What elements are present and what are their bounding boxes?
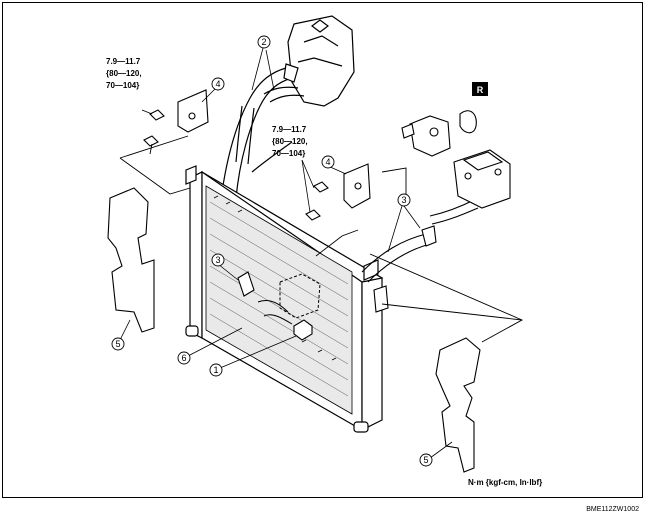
replace-badge: R (477, 85, 484, 95)
water-outlet (401, 115, 451, 157)
lower-hose-left (237, 271, 255, 297)
callout-4-left: 4 (215, 79, 220, 89)
torque-spec-mid-line-3: 70—104} (272, 149, 305, 158)
radiator-cap (293, 319, 313, 341)
radiator (185, 165, 384, 433)
bracket-left (177, 89, 209, 133)
callout-3-left: 3 (215, 255, 220, 265)
callout-3-right: 3 (401, 195, 406, 205)
callout-5-right: 5 (423, 455, 428, 465)
torque-spec-mid-line-1: 7.9—11.7 (272, 125, 307, 134)
torque-spec-left-line-3: 70—104} (106, 81, 139, 90)
filler-neck (257, 273, 321, 325)
callout-1: 1 (213, 365, 218, 375)
replace-badge-box (472, 82, 488, 96)
torque-spec-left: 7.9—11.7 {80—120, 70—104} (106, 57, 142, 90)
callout-6: 6 (181, 353, 186, 363)
bracket-mid (343, 163, 371, 209)
guide-lines (119, 135, 524, 343)
figure-code: BME112ZW1002 (586, 506, 639, 513)
torque-spec-mid-line-2: {80—120, (272, 137, 308, 146)
units-note: N·m {kgf-cm, In·lbf} (468, 478, 542, 487)
diagram-frame: 7.9—11.7 {80—120, 70—104} 7.9—11.7 {80—1… (2, 2, 643, 498)
bolts-mid (305, 181, 329, 221)
torque-spec-mid: 7.9—11.7 {80—120, 70—104} (272, 125, 308, 158)
thermostat-housing (453, 149, 511, 209)
callouts (111, 35, 433, 467)
torque-spec-left-line-1: 7.9—11.7 (106, 57, 141, 66)
exploded-view-drawing: 7.9—11.7 {80—120, 70—104} 7.9—11.7 {80—1… (2, 2, 643, 498)
coolant-reservoir (287, 15, 355, 107)
upper-hoses (221, 63, 305, 199)
bolts-left (143, 109, 165, 147)
leader-lines (119, 47, 453, 459)
callout-4-mid: 4 (325, 157, 330, 167)
right-hoses (361, 199, 479, 313)
gasket (459, 110, 477, 134)
callout-2: 2 (261, 37, 266, 47)
air-guide-right (435, 337, 481, 473)
callout-5-left: 5 (115, 339, 120, 349)
air-guide-left (107, 187, 155, 333)
torque-spec-left-line-2: {80—120, (106, 69, 142, 78)
